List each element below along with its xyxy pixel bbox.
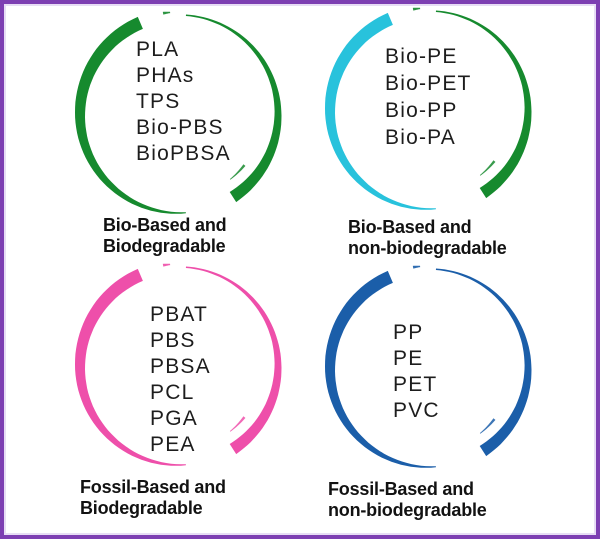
brush-fleck	[229, 416, 246, 432]
category-fossil-based-non-biodegradable: PP PE PET PVC Fossil-Based and non-biodegra…	[305, 264, 557, 530]
category-label-line2: Biodegradable	[103, 236, 226, 256]
category-label-line2: non-biodegradable	[328, 500, 487, 520]
polymer-item: PE	[393, 347, 424, 370]
polymer-item: PVC	[393, 399, 440, 422]
polymer-item: Bio-PET	[385, 72, 472, 95]
polymer-item: PBS	[150, 329, 196, 352]
polymer-item: PCL	[150, 381, 195, 404]
category-label: Fossil-Based and Biodegradable	[80, 477, 226, 519]
polymer-item: TPS	[136, 90, 181, 113]
category-fossil-based-biodegradable: PBAT PBS PBSA PCL PGA PEA Fossil-Based and Bi…	[55, 263, 307, 530]
polymer-item: Bio-PA	[385, 126, 456, 149]
category-label-line1: Fossil-Based and	[80, 477, 226, 497]
polymer-item: PLA	[136, 38, 180, 61]
polymer-item: PP	[393, 321, 424, 344]
polymer-item: Bio-PE	[385, 45, 458, 68]
polymer-item: PBSA	[150, 355, 211, 378]
category-label: Bio-Based and non-biodegradable	[348, 217, 507, 259]
category-label-line1: Bio-Based and	[103, 215, 227, 235]
polymer-item: PBAT	[150, 303, 209, 326]
polymer-item: PGA	[150, 407, 198, 430]
brush-dot	[162, 263, 171, 267]
polymer-list: Bio-PE Bio-PET Bio-PP Bio-PA	[385, 43, 472, 151]
category-label-line2: Biodegradable	[80, 498, 203, 518]
brush-dot	[412, 7, 421, 11]
category-label: Bio-Based and Biodegradable	[103, 215, 227, 257]
brush-circle-icon	[75, 263, 282, 466]
category-label-line1: Fossil-Based and	[328, 479, 474, 499]
category-label: Fossil-Based and non-biodegradable	[328, 479, 487, 521]
brush-circle-icon	[325, 7, 532, 210]
category-bio-based-non-biodegradable: Bio-PE Bio-PET Bio-PP Bio-PA Bio-Based and …	[305, 4, 557, 268]
brush-fleck	[479, 418, 496, 434]
polymer-list: PBAT PBS PBSA PCL PGA PEA	[150, 302, 211, 458]
polymer-item: Bio-PP	[385, 99, 458, 122]
brush-fleck	[479, 160, 496, 176]
polymer-item: BioPBSA	[136, 142, 231, 165]
category-label-line2: non-biodegradable	[348, 238, 507, 258]
brush-dot	[412, 265, 421, 269]
brush-dot	[162, 11, 171, 15]
polymer-item: PHAs	[136, 64, 195, 87]
brush-arc-right	[435, 268, 532, 457]
brush-circle-icon	[75, 11, 282, 214]
brush-fleck	[229, 164, 246, 180]
polymer-item: PEA	[150, 433, 196, 456]
category-label-line1: Bio-Based and	[348, 217, 472, 237]
polymer-item: PET	[393, 373, 438, 396]
polymer-list: PP PE PET PVC	[393, 320, 440, 424]
polymer-item: Bio-PBS	[136, 116, 224, 139]
brush-circle-icon	[325, 265, 532, 468]
